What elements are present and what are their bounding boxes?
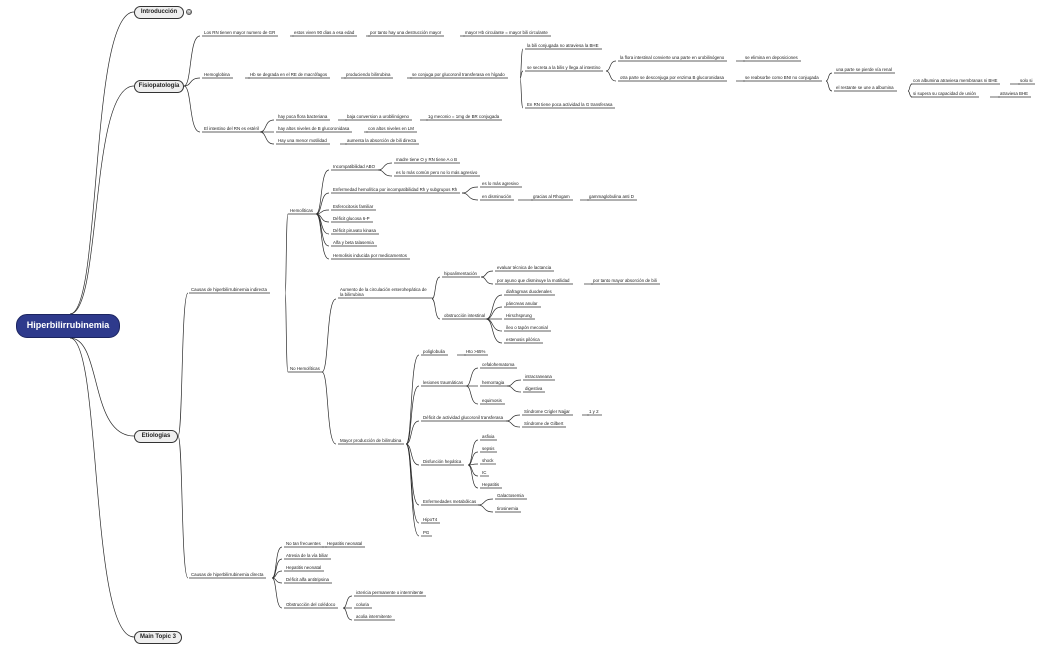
- node[interactable]: se conjuga por glucoronil transferasa en…: [412, 72, 505, 77]
- node[interactable]: Hay una menor motilidad: [278, 138, 327, 143]
- node[interactable]: por tanto mayor absorción de bili: [593, 278, 657, 283]
- node[interactable]: Hemolisis inducida por medicamentos: [333, 253, 407, 258]
- node[interactable]: obstrucción intestinal: [444, 313, 486, 318]
- node[interactable]: Obstrucción del colédoco: [286, 602, 336, 607]
- node[interactable]: Causas de hiperbilirrubinemia directa: [191, 572, 264, 577]
- node[interactable]: la bili conjugada no atraviesa la BHE: [527, 43, 599, 48]
- node[interactable]: Esferocitosis familiar: [333, 204, 374, 209]
- node[interactable]: estenosis pilórica: [506, 337, 540, 342]
- node[interactable]: digestiva: [525, 386, 543, 391]
- node[interactable]: madre tiene O y RN tiene A o B: [396, 157, 458, 162]
- node[interactable]: Los RN tienen mayor numero de GR: [204, 30, 276, 35]
- node[interactable]: tirosinemia: [497, 506, 519, 511]
- node[interactable]: evaluar técnica de lactancia: [497, 265, 552, 270]
- node[interactable]: Alfa y beta talasemia: [333, 240, 374, 245]
- node[interactable]: No Hemolíticas: [290, 366, 320, 371]
- node[interactable]: hipoalimentación: [444, 271, 477, 276]
- node[interactable]: baja conversion a urobilinógeno: [347, 114, 410, 119]
- node[interactable]: íleo o tapón meconial: [506, 325, 548, 330]
- node[interactable]: Síndrome Crigler Najjar: [524, 409, 570, 414]
- node[interactable]: Hepatitis neonatal: [327, 541, 363, 546]
- node[interactable]: Hepatitis: [482, 482, 500, 487]
- node[interactable]: por ayuno que disminuye la motilidad: [497, 278, 570, 283]
- node[interactable]: Enfermedad hemolítica por incompatibilid…: [333, 187, 458, 192]
- node[interactable]: Hepatitis neonatal: [286, 565, 322, 570]
- node[interactable]: hay altos niveles de B glucoronidasa: [278, 126, 350, 131]
- node[interactable]: intracraneana: [525, 374, 552, 379]
- node[interactable]: Déficit de actividad glucoronil transfer…: [423, 415, 504, 420]
- node[interactable]: En RN tiene poca actividad la G transfer…: [527, 102, 613, 107]
- node[interactable]: Hirschsprung: [506, 313, 532, 318]
- node[interactable]: 1 y 2: [589, 409, 599, 414]
- node[interactable]: estos viven 90 dias a esa edad: [294, 30, 355, 35]
- node[interactable]: mayor Hb circulante = mayor bili circula…: [465, 30, 548, 35]
- node[interactable]: asfixia: [482, 434, 495, 439]
- node[interactable]: El intestino del RN es estéril: [204, 126, 259, 131]
- node[interactable]: gracias al Rhogam: [533, 194, 570, 199]
- node[interactable]: Hto >65%: [466, 349, 486, 354]
- node[interactable]: solo si: [1020, 78, 1033, 83]
- topic-introduccion[interactable]: Introducción: [134, 6, 184, 19]
- node[interactable]: Atresia de la vía biliar: [286, 553, 328, 558]
- node[interactable]: Déficit piruvato kinasa: [333, 228, 376, 233]
- node[interactable]: páncreas anular: [506, 301, 538, 306]
- node[interactable]: sepsis: [482, 446, 495, 451]
- node[interactable]: IC: [482, 470, 487, 475]
- node[interactable]: Disfunción hepática: [423, 459, 462, 464]
- node[interactable]: aumenta la absorción de bili directa: [347, 138, 417, 143]
- node[interactable]: atraviesa BHE: [1000, 91, 1029, 96]
- collapse-toggle-icon[interactable]: ⊖: [186, 9, 192, 16]
- node[interactable]: es lo más agresivo: [482, 181, 519, 186]
- node[interactable]: acolia intermitente: [356, 614, 392, 619]
- node[interactable]: Mayor producción de bilirrubina: [340, 438, 402, 443]
- node[interactable]: Galactosemia: [497, 493, 524, 498]
- node[interactable]: Hb se degrada en el RE de macrófagos: [250, 72, 328, 77]
- node[interactable]: Aumento de la circulación enterohepática…: [340, 287, 427, 297]
- node[interactable]: produciendo bilirrubina: [346, 72, 391, 77]
- node[interactable]: coluria: [356, 602, 369, 607]
- node[interactable]: por tanto hay una destrucción mayor: [370, 30, 442, 35]
- node[interactable]: HipoT4: [423, 517, 438, 522]
- node[interactable]: lesiones traumáticas: [423, 380, 464, 385]
- node[interactable]: PG: [423, 530, 430, 535]
- node[interactable]: la flora intestinal convierte una parte …: [620, 55, 725, 60]
- node[interactable]: equimosis: [482, 398, 502, 403]
- node[interactable]: Déficit glucosa 6-P: [333, 216, 370, 221]
- root-topic[interactable]: Hiperbilirrubinemia: [16, 314, 120, 338]
- node[interactable]: con albumina atraviesa membranas ni BHE: [913, 78, 998, 83]
- node[interactable]: 1g meconio = 1mg de BR conjugada: [428, 114, 500, 119]
- node[interactable]: se elimina en deposiciones: [745, 55, 798, 60]
- node[interactable]: diafragmas duodenales: [506, 289, 552, 294]
- node[interactable]: con altos niveles en LM: [368, 126, 414, 131]
- node[interactable]: es lo más común pero no lo más agresivo: [396, 170, 478, 175]
- node[interactable]: hay poca flora bacteriana: [278, 114, 328, 119]
- node[interactable]: se secreta a la bilis y llega al intesti…: [527, 65, 601, 70]
- topic-main-3[interactable]: Main Topic 3: [134, 631, 182, 644]
- node[interactable]: Enfermedades metabólicas: [423, 499, 477, 504]
- topic-fisiopatologia[interactable]: Fisiopatología: [134, 80, 184, 93]
- node[interactable]: Causas de hiperbilirrubinemia indirecta: [191, 287, 267, 292]
- topic-etiologias[interactable]: Etiologias: [134, 430, 178, 443]
- node[interactable]: si supera su capacidad de unión: [913, 91, 976, 96]
- node[interactable]: el restante se une a albumina: [836, 85, 894, 90]
- node[interactable]: Hemoglobina: [204, 72, 230, 77]
- node[interactable]: poliglobulia: [423, 349, 445, 354]
- node[interactable]: Hemolíticas: [290, 208, 313, 213]
- node[interactable]: una parte se pierde vía renal: [836, 67, 892, 72]
- node[interactable]: cefalohematoma: [482, 362, 515, 367]
- node[interactable]: Síndrome de Gilbert: [524, 421, 564, 426]
- node[interactable]: No tan frecuentes: [286, 541, 321, 546]
- node[interactable]: shock: [482, 458, 494, 463]
- node[interactable]: hemorragia: [482, 380, 505, 385]
- node[interactable]: Déficit alfa antitripsina: [286, 577, 329, 582]
- node[interactable]: Incompatibilidad ABO: [333, 164, 375, 169]
- node[interactable]: en disminución: [482, 194, 512, 199]
- node[interactable]: gammaglobulina anti D: [589, 194, 634, 199]
- node[interactable]: otra parte se desconjuga por enzima B gl…: [620, 75, 724, 80]
- node[interactable]: se reabsorbe como BNI no conjugada: [745, 75, 819, 80]
- node[interactable]: ictericia permanente o intermitente: [356, 590, 424, 595]
